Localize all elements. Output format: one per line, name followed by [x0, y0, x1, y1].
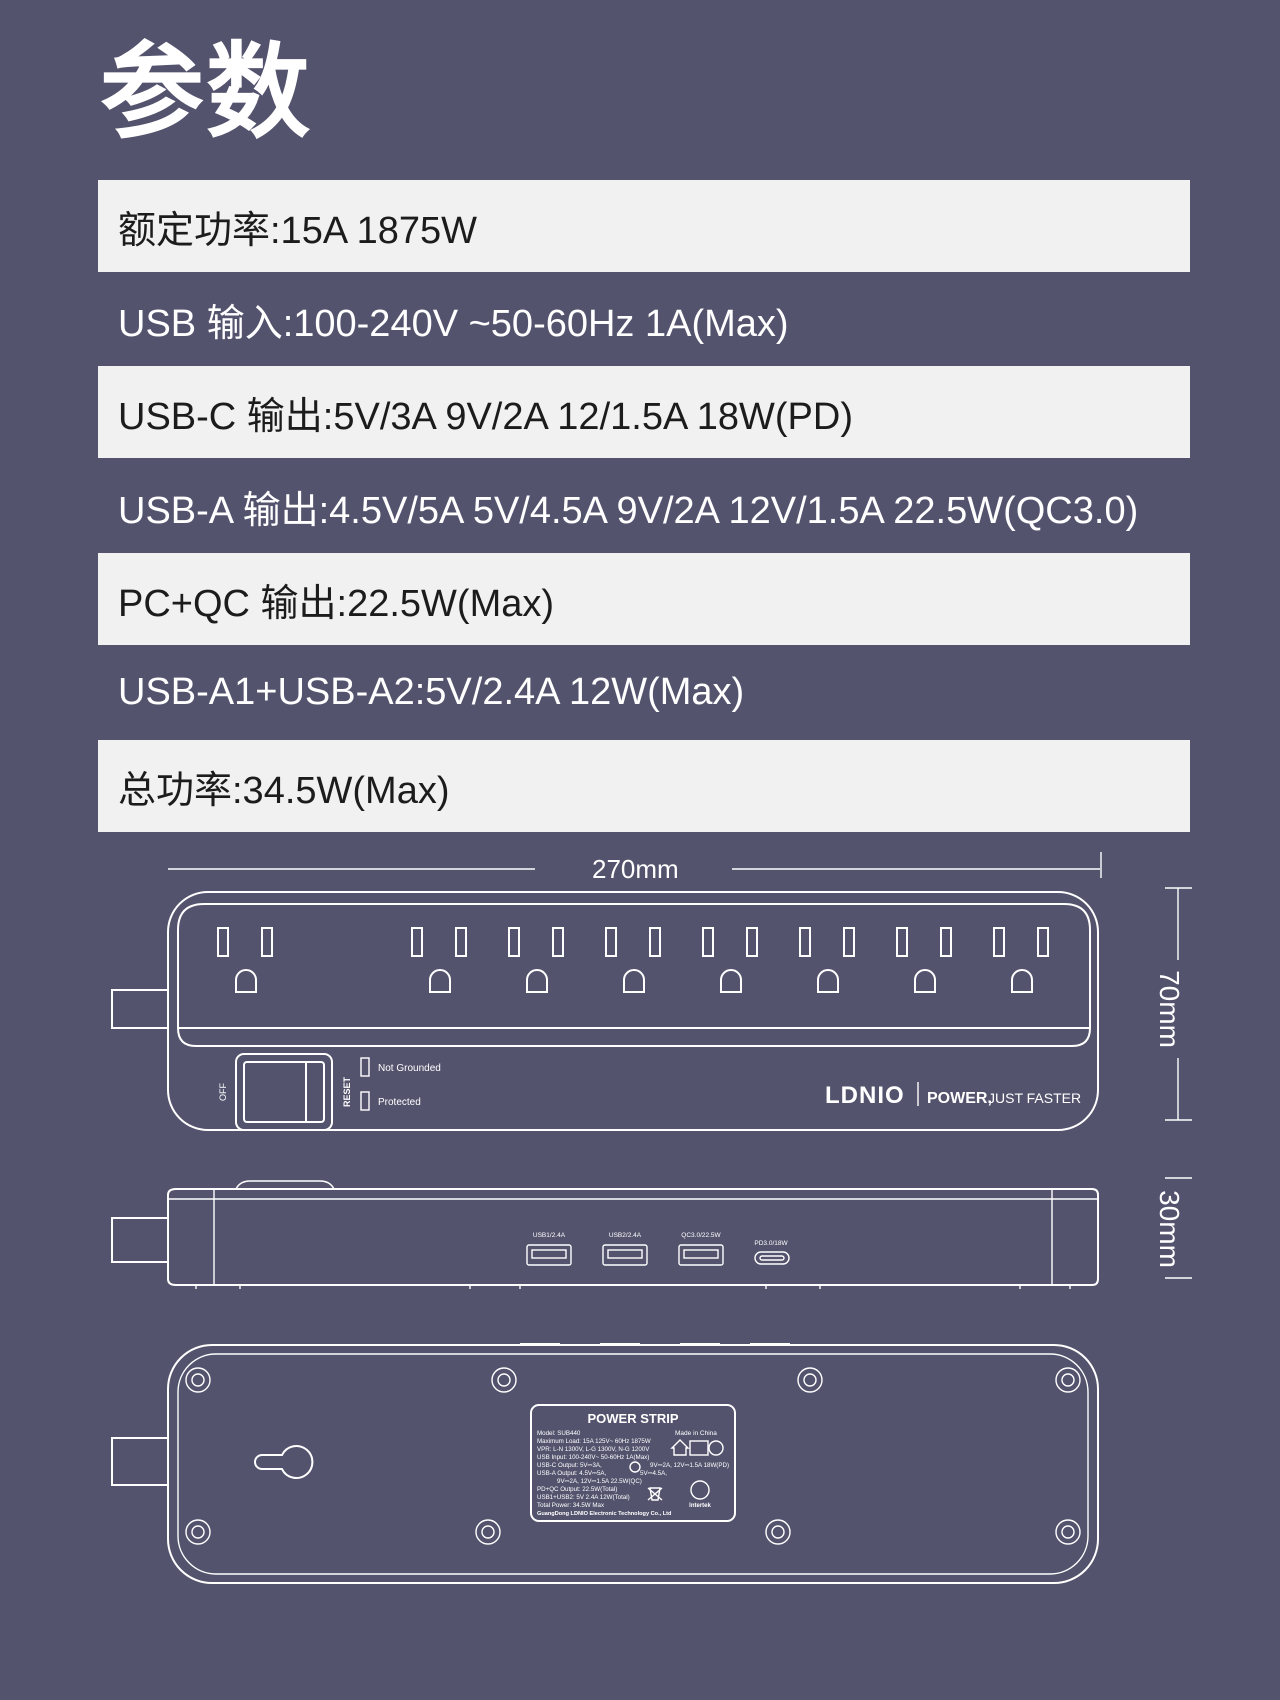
label-line-4: USB Input: 100-240V~ 50-60Hz 1A(Max) — [537, 1454, 649, 1461]
usb-a-port-2[interactable] — [602, 1244, 648, 1266]
slogan-bold: POWER, — [927, 1090, 992, 1107]
spec-usb-a1-a2: USB-A1+USB-A2:5V/2.4A 12W(Max) — [118, 670, 745, 713]
label-line-11: GuangDong LDNIO Electronic Technology Co… — [537, 1511, 672, 1517]
label-qc-line: 5V⎓4.5A, — [640, 1470, 667, 1477]
outlet-1 — [217, 927, 273, 993]
power-strip-bottom-view: POWER STRIP Model: SUB440 Made in China … — [111, 1343, 1099, 1584]
spec-pd-qc-output: PC+QC 输出:22.5W(Max) — [98, 553, 1190, 645]
width-dimension-label: 270mm — [592, 854, 679, 884]
vi-icon — [708, 1440, 724, 1456]
outlet-3 — [508, 927, 564, 993]
label-line-9: USB1+USB2: 5V 2.4A 12W(Total) — [537, 1494, 630, 1501]
usb-a-port-1[interactable] — [526, 1244, 572, 1266]
circle-mark-icon — [629, 1461, 641, 1473]
protected-label: Protected — [378, 1097, 421, 1108]
switch-off-label: OFF — [218, 1083, 228, 1101]
usb-a-port-qc[interactable] — [678, 1244, 724, 1266]
power-strip-side-view: USB1/2.4A USB2/2.4A QC3.0/22.5W PD3.0/18… — [111, 1180, 1099, 1289]
label-made-in: Made in China — [675, 1430, 717, 1437]
page-title: 参数 — [100, 31, 313, 153]
label-heading: POWER STRIP — [587, 1411, 678, 1426]
spec-usb-a-output: USB-A 输出:4.5V/5A 5V/4.5A 9V/2A 12V/1.5A … — [118, 489, 1139, 532]
label-line-7: 9V⎓2A, 12V⎓1.5A 22.5W(QC) — [557, 1478, 642, 1485]
label-intertek: Intertek — [689, 1503, 711, 1509]
protected-indicator — [360, 1091, 370, 1111]
label-line-2: Maximum Load: 15A 125V~ 60Hz 1875W — [537, 1438, 651, 1445]
port-label-qc: QC3.0/22.5W — [681, 1232, 721, 1239]
reset-label: RESET — [342, 1076, 352, 1107]
outlet-2 — [411, 927, 467, 993]
slogan-light: JUST FASTER — [988, 1090, 1081, 1106]
brand-logo: LDNIO — [825, 1082, 905, 1109]
keyhole-mount — [254, 1445, 314, 1479]
label-pd-line: 9V⎓2A, 12V⎓1.5A 18W(PD) — [650, 1462, 729, 1469]
outlet-5 — [702, 927, 758, 993]
spec-usb-c-output: USB-C 输出:5V/3A 9V/2A 12/1.5A 18W(PD) — [98, 366, 1190, 458]
fcc-icon — [689, 1440, 709, 1456]
label-line-10: Total Power: 34.5W Max — [537, 1502, 605, 1509]
weee-icon — [647, 1487, 663, 1501]
outlet-6 — [799, 927, 855, 993]
label-line-3: VPR: L-N 1300V, L-G 1300V, N-G 1200V — [537, 1446, 650, 1453]
power-strip-top-view: OFF RESET Not Grounded Protected LDNIO P… — [111, 891, 1099, 1131]
label-line-5: USB-C Output: 5V⎓3A, — [537, 1462, 602, 1469]
outlet-4 — [605, 927, 661, 993]
power-switch[interactable] — [235, 1053, 333, 1131]
label-line-6: USB-A Output: 4.5V⎓5A, — [537, 1470, 607, 1477]
label-line-1: Model: SUB440 — [537, 1430, 581, 1437]
outlet-7 — [896, 927, 952, 993]
port-label-usb1: USB1/2.4A — [533, 1232, 566, 1239]
label-line-8: PD+QC Output: 22.5W(Total) — [537, 1486, 617, 1493]
not-grounded-indicator — [360, 1057, 370, 1077]
spec-usb-input: USB 输入:100-240V ~50-60Hz 1A(Max) — [118, 302, 789, 345]
spec-total-power: 总功率:34.5W(Max) — [98, 740, 1190, 832]
spec-label-plate: POWER STRIP Model: SUB440 Made in China … — [530, 1404, 736, 1522]
not-grounded-label: Not Grounded — [378, 1063, 441, 1074]
usb-c-port[interactable] — [754, 1251, 790, 1265]
outlet-8 — [993, 927, 1049, 993]
port-label-usb2: USB2/2.4A — [609, 1232, 642, 1239]
house-icon — [670, 1439, 690, 1456]
screw-holes — [185, 1367, 1081, 1545]
etl-icon — [690, 1480, 710, 1500]
port-label-pd: PD3.0/18W — [754, 1240, 788, 1247]
spec-rated-power: 额定功率:15A 1875W — [98, 180, 1190, 272]
